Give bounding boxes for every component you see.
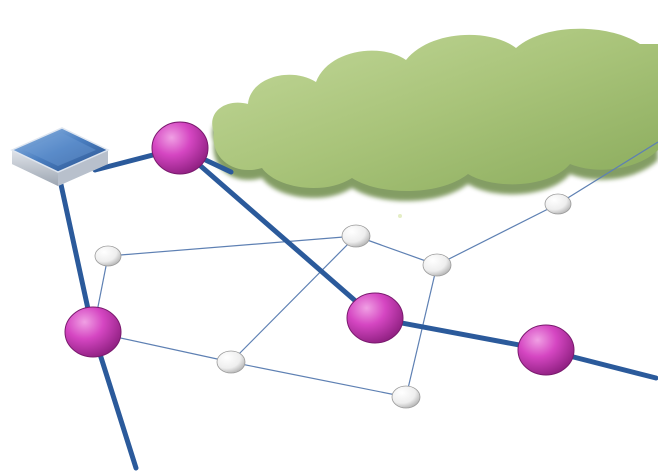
hub-node-icon <box>64 306 122 358</box>
thin-link <box>557 141 658 205</box>
cloud-icon <box>212 28 658 201</box>
relay-node-icon <box>391 385 421 409</box>
relay-node-icon <box>422 253 452 277</box>
cloud-body <box>212 28 658 191</box>
hub-node-icon <box>346 292 404 344</box>
relay-nodes <box>94 193 572 409</box>
thin-link <box>405 264 438 398</box>
hub-nodes <box>64 121 575 376</box>
hub-node-icon <box>517 324 575 376</box>
thin-link <box>436 203 559 266</box>
thin-link <box>230 361 407 398</box>
device-screen <box>24 133 96 166</box>
hub-node-icon <box>151 121 209 175</box>
trunk-link <box>177 145 378 321</box>
thin-link <box>230 235 357 363</box>
relay-node-icon <box>94 245 122 267</box>
device-top <box>10 127 110 173</box>
relay-node-icon <box>216 350 246 374</box>
network-device-icon <box>10 127 110 186</box>
device-side-left <box>12 150 58 186</box>
relay-node-icon <box>341 224 371 248</box>
trunk-link <box>372 315 549 353</box>
relay-node-icon <box>544 193 572 215</box>
thin-link <box>107 235 357 257</box>
device-side-right <box>58 150 108 186</box>
trunk-link <box>57 177 96 335</box>
relay-node-icon <box>398 214 402 218</box>
thin-link <box>355 235 438 266</box>
